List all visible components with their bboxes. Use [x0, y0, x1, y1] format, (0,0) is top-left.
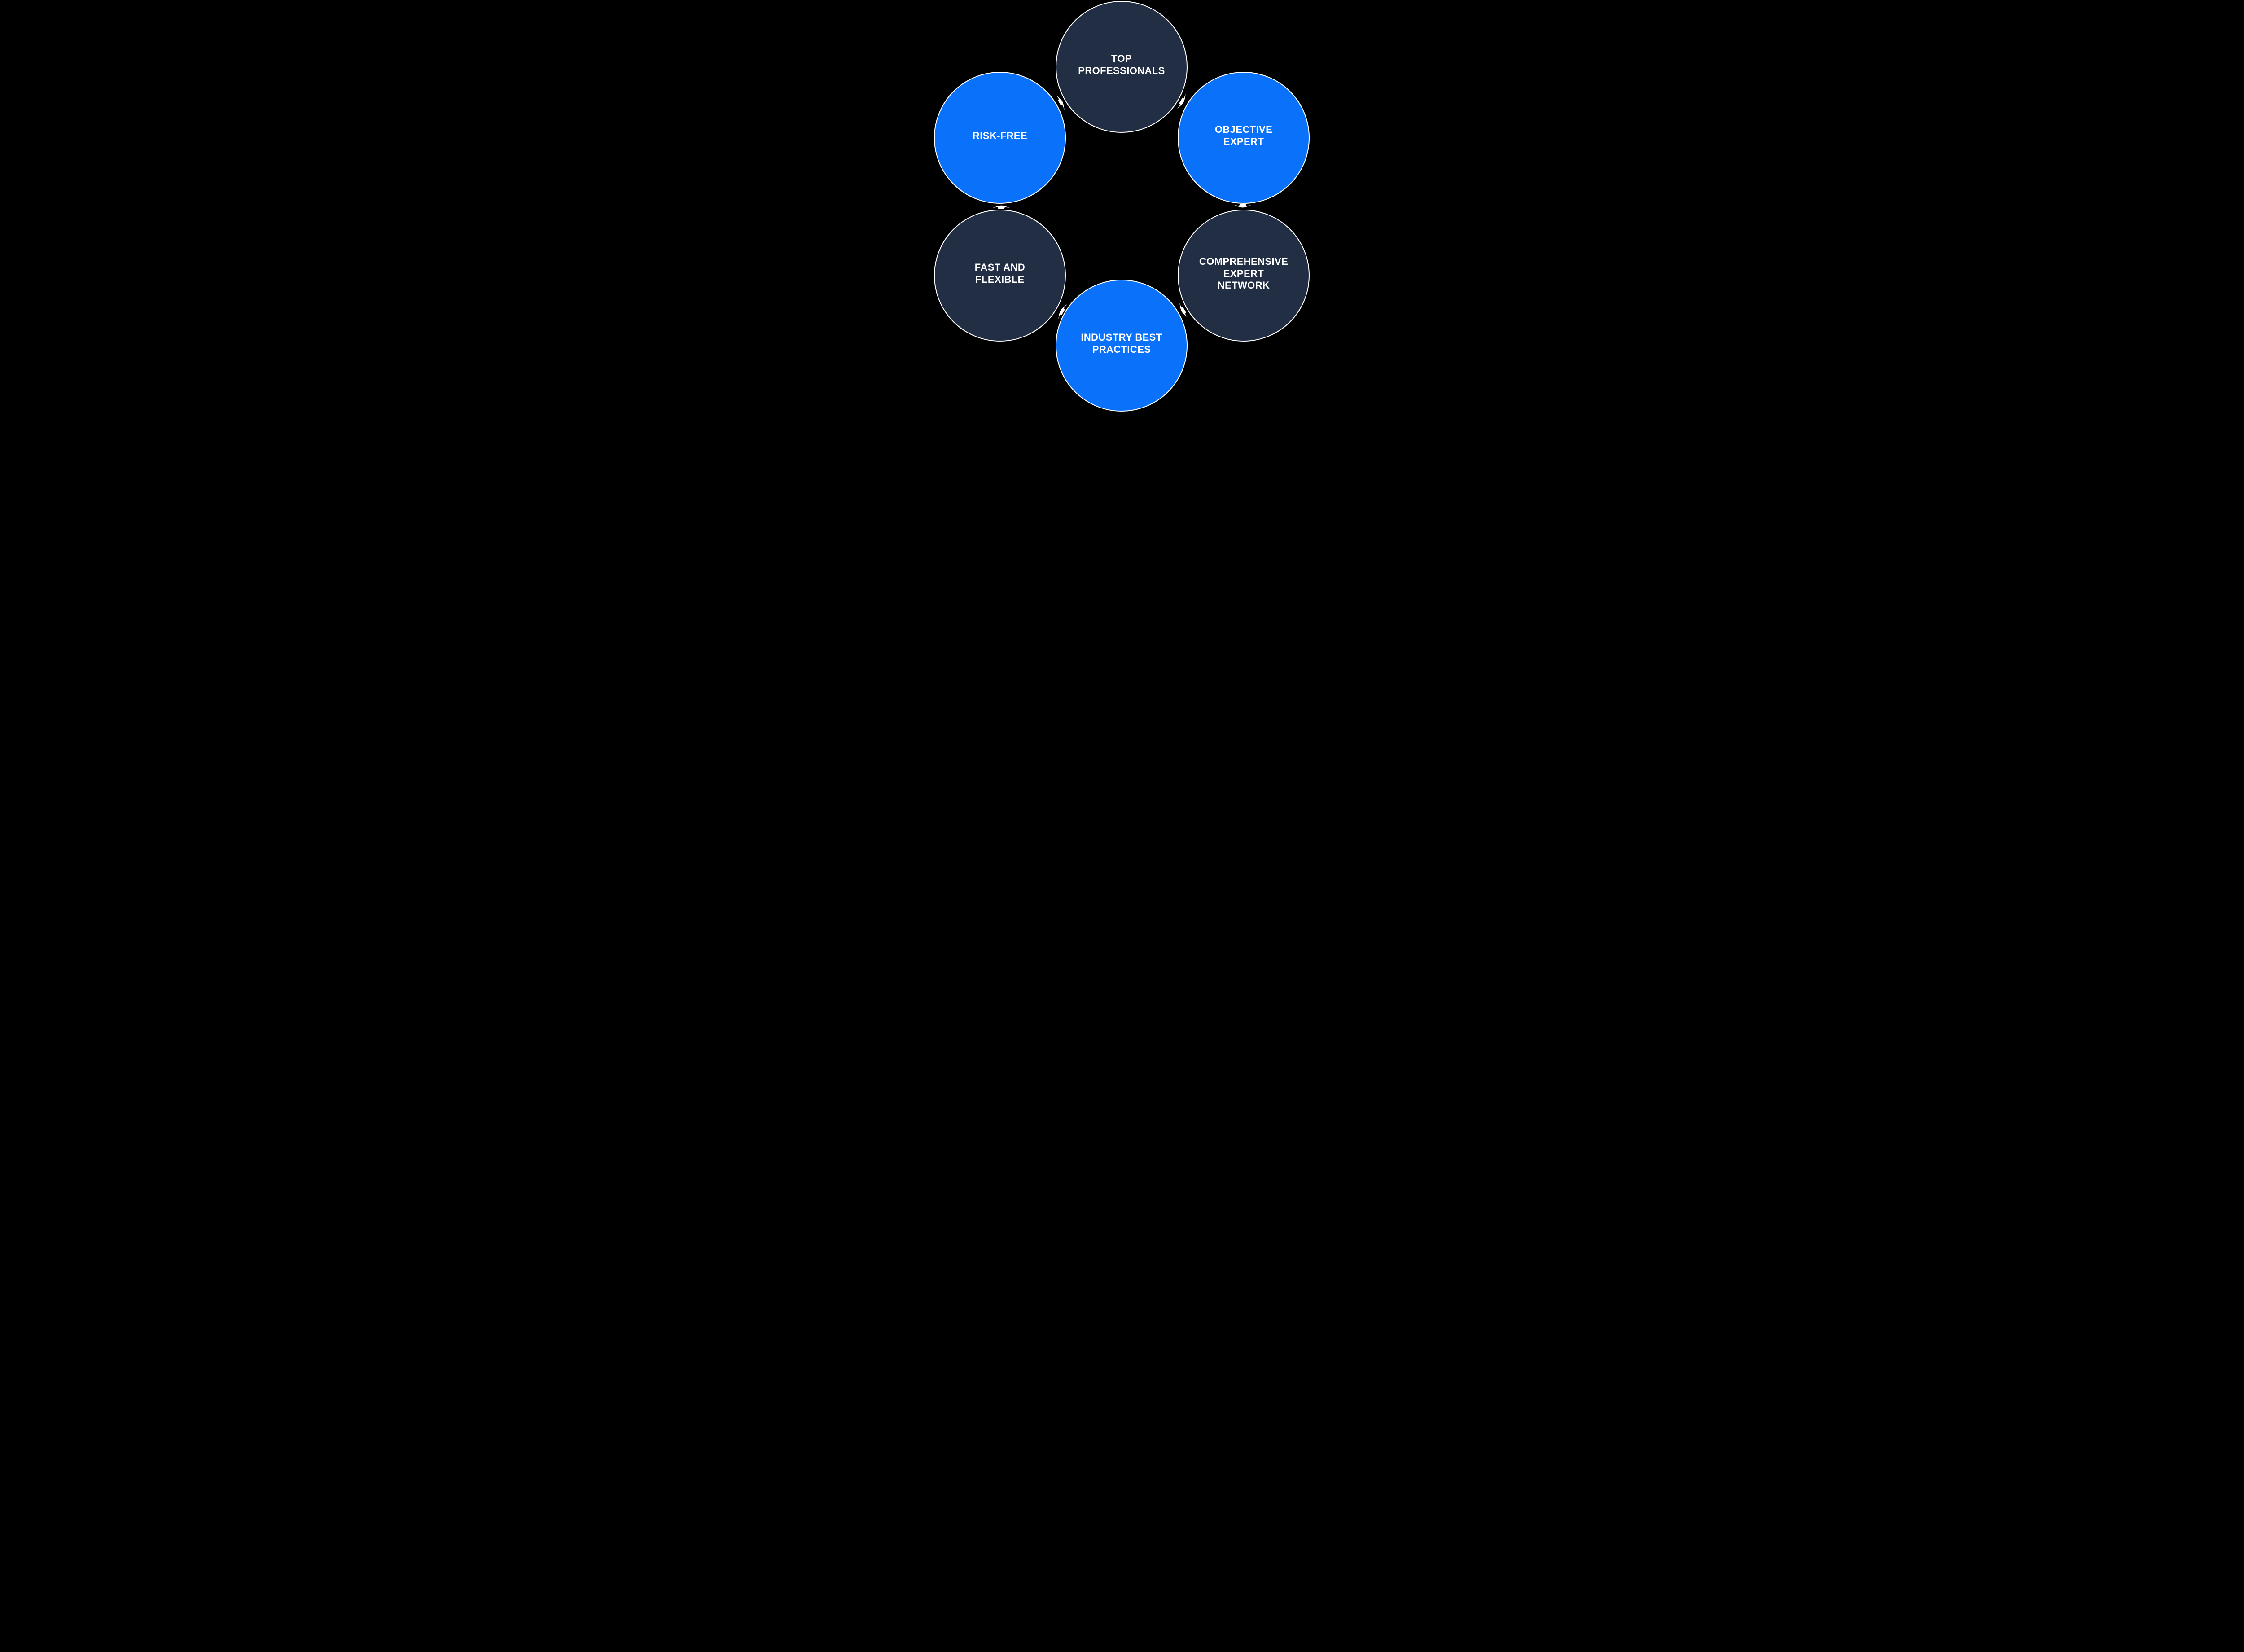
cycle-node-fast-and-flexible: FAST AND FLEXIBLE: [934, 210, 1066, 342]
cycle-node-top-professionals: TOP PROFESSIONALS: [1056, 1, 1188, 133]
cycle-node-risk-free: RISK-FREE: [934, 72, 1066, 204]
node-label: COMPREHENSIVE EXPERT NETWORK: [1199, 255, 1289, 291]
cycle-node-comprehensive-expert-network: COMPREHENSIVE EXPERT NETWORK: [1178, 210, 1310, 342]
cycle-diagram: TOP PROFESSIONALS OBJECTIVE EXPERT COMPR…: [838, 0, 1406, 413]
node-label: INDUSTRY BEST PRACTICES: [1081, 332, 1162, 355]
node-label: RISK-FREE: [972, 130, 1028, 141]
cycle-arrow-icon: [1053, 301, 1070, 321]
cycle-arrow-icon: [1053, 92, 1070, 112]
cycle-node-objective-expert: OBJECTIVE EXPERT: [1178, 72, 1310, 204]
cycle-arrow-icon: [1233, 202, 1252, 210]
cycle-arrow-icon: [1175, 92, 1191, 112]
node-label: FAST AND FLEXIBLE: [974, 262, 1026, 285]
cycle-node-industry-best-practices: INDUSTRY BEST PRACTICES: [1056, 280, 1188, 412]
node-label: OBJECTIVE EXPERT: [1214, 124, 1273, 147]
cycle-arrow-icon: [992, 202, 1011, 210]
cycle-arrow-icon: [1175, 301, 1191, 321]
node-label: TOP PROFESSIONALS: [1078, 53, 1165, 76]
